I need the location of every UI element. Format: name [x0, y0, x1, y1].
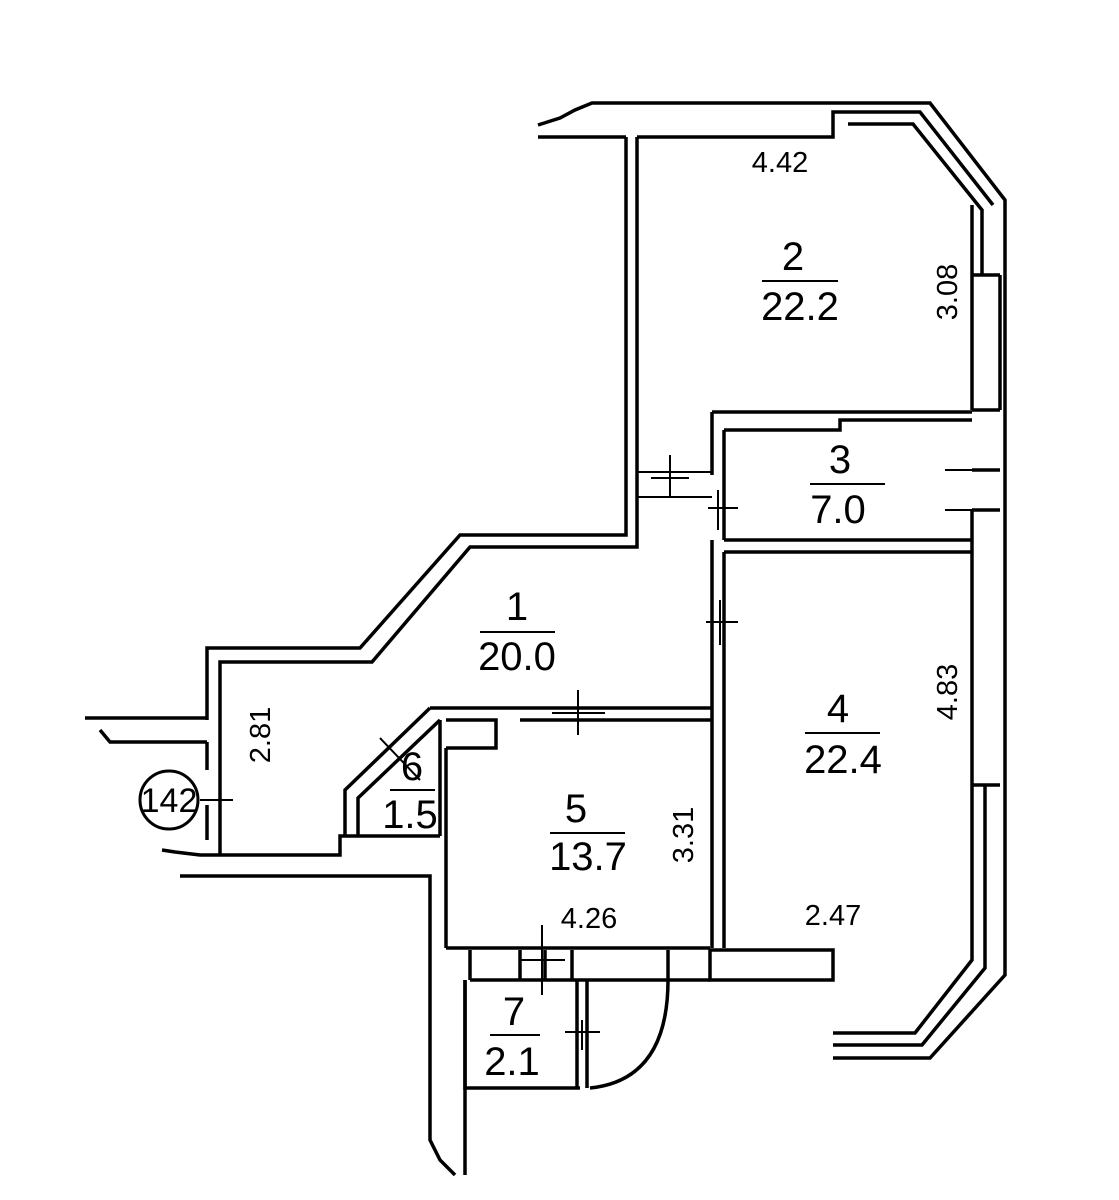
dimension-labels: 4.42 3.08 4.83 2.47 3.31 4.26 2.81 — [245, 147, 964, 935]
room-1-number: 1 — [506, 585, 528, 629]
room-labels: 1 20.0 2 22.2 3 7.0 4 22.4 5 13.7 6 1.5 … — [382, 235, 885, 1084]
room-2-number: 2 — [782, 235, 804, 279]
room-2-area: 22.2 — [761, 285, 839, 329]
dimension-room4-width: 2.47 — [805, 900, 861, 932]
room-7-area: 2.1 — [484, 1040, 540, 1084]
unit-number: 142 — [141, 782, 198, 820]
door-marks — [200, 455, 972, 1050]
room-4-number: 4 — [827, 687, 849, 731]
dimension-room5-width: 4.26 — [561, 903, 617, 935]
room-7-number: 7 — [503, 990, 525, 1034]
dimension-room2-depth: 3.08 — [932, 264, 964, 320]
room-3-area: 7.0 — [810, 488, 866, 532]
room-1-area: 20.0 — [478, 635, 556, 679]
interior-walls — [343, 410, 972, 1090]
room-4-area: 22.4 — [804, 738, 882, 782]
room-3-number: 3 — [829, 438, 851, 482]
room-6-number: 6 — [401, 745, 423, 789]
room-5-number: 5 — [565, 787, 587, 831]
dimension-room1-depth: 2.81 — [245, 707, 277, 763]
room-6-area: 1.5 — [382, 793, 438, 837]
dimension-room2-width: 4.42 — [752, 147, 808, 179]
unit-number-marker: 142 — [138, 769, 200, 831]
room-5-area: 13.7 — [549, 835, 627, 879]
dimension-room5-depth: 3.31 — [668, 807, 700, 863]
dimension-room4-depth: 4.83 — [932, 664, 964, 720]
